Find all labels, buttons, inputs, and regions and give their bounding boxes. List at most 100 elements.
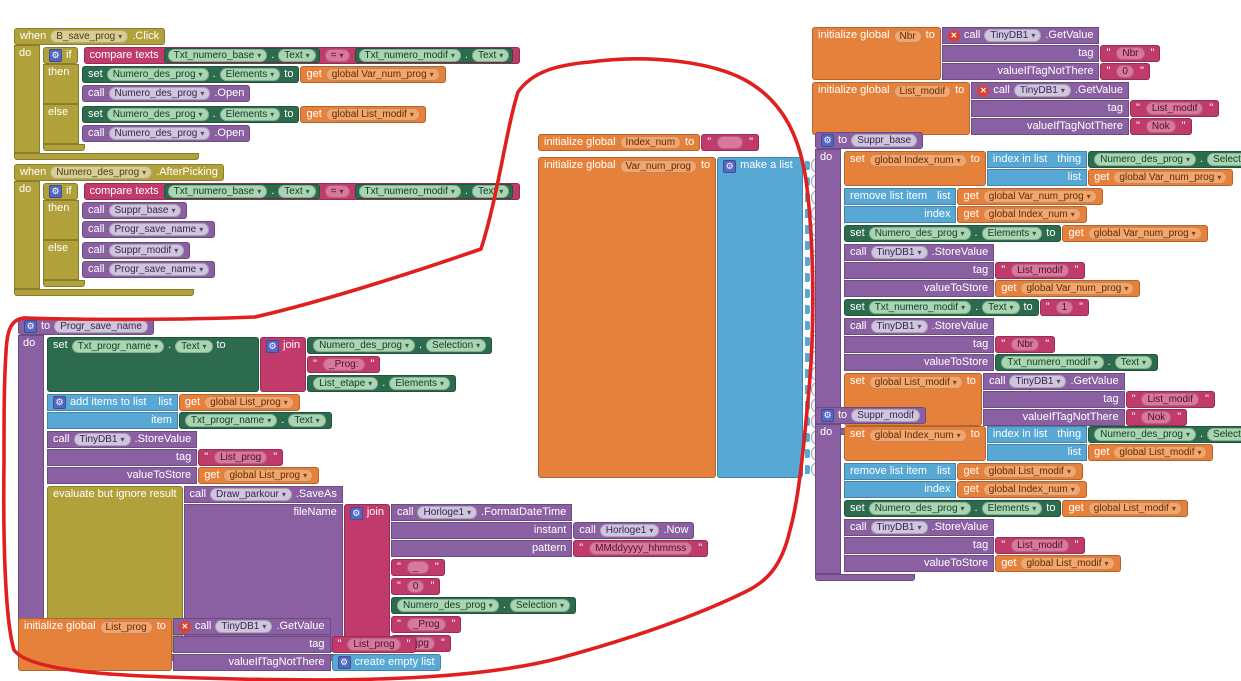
property-dropdown[interactable]: Elements [389,377,451,390]
block-set-elements[interactable]: set Numero_des_prog . Elements to [844,225,1062,242]
block-getter-txt-numero-modif-text[interactable]: Txt_numero_modif . Text [354,48,514,63]
block-init-global-index-num[interactable]: initialize global Index_num to [538,134,760,151]
component-dropdown[interactable]: TinyDB1 [73,433,131,446]
block-when-numero-des-prog-afterpicking[interactable]: when Numero_des_prog .AfterPicking do ⚙ … [14,164,521,296]
string-field[interactable]: 0 [1116,65,1134,78]
init-header[interactable]: initialize global Var_num_prog to [538,157,717,478]
string-field[interactable]: 1 [1055,301,1074,314]
string-field[interactable]: Nbr [1116,47,1145,60]
component-dropdown[interactable]: Draw_parkour [210,488,292,501]
set-global-header[interactable]: set global Index_num to [844,426,986,461]
component-dropdown[interactable]: Numero_des_prog [1094,428,1196,441]
operator-dropdown[interactable]: = [324,185,350,198]
block-get-global-index-num[interactable]: get global Index_num [957,481,1087,498]
variable-dropdown[interactable]: global List_modif [1113,446,1208,459]
property-dropdown[interactable]: Text [471,185,510,198]
component-dropdown[interactable]: Txt_numero_modif [868,301,972,314]
procedure-dropdown[interactable]: Progr_save_name [108,263,210,276]
block-get-global-list-modif[interactable]: get global List_modif [957,463,1083,480]
variable-dropdown[interactable]: global Var_num_prog [1020,282,1135,295]
property-dropdown[interactable]: Selection [509,599,571,612]
block-string-nok[interactable]: Nok [1129,118,1192,135]
property-dropdown[interactable]: Selection [1207,153,1241,166]
block-set-elements[interactable]: set Numero_des_prog . Elements to [82,66,300,83]
warning-icon[interactable]: ✕ [178,620,191,633]
block-call-open[interactable]: call Numero_des_prog .Open [82,125,251,142]
property-dropdown[interactable]: Elements [981,502,1043,515]
block-tinydb-getvalue[interactable]: ✕ call TinyDB1 .GetValue tag List_modif … [971,82,1220,135]
string-field[interactable]: 0 [406,580,425,593]
event-header[interactable]: when B_save_prog .Click [14,28,166,45]
component-dropdown[interactable]: TinyDB1 [1013,84,1071,97]
gear-icon[interactable]: ⚙ [49,185,62,198]
variable-dropdown[interactable]: global List_modif [1020,557,1115,570]
block-get-global-list-modif[interactable]: get global List_modif [995,555,1121,572]
procedure-dropdown[interactable]: Progr_save_name [108,223,210,236]
init-header[interactable]: initialize global Nbr to [812,27,941,80]
block-horloge-formatdatetime[interactable]: call Horloge1 .FormatDateTime instant ca… [390,504,709,557]
block-init-global-list-modif[interactable]: initialize global List_modif to ✕ call T… [812,82,1220,135]
block-set-global-index-num[interactable]: set global Index_num to index in list th… [844,151,1241,186]
block-string-empty[interactable] [701,134,760,151]
block-string-prog-colon[interactable]: _Prog: [307,356,381,373]
string-field[interactable]: Nbr [1011,338,1040,351]
block-set-global-index-num[interactable]: set global Index_num to index in list th… [844,426,1241,461]
block-string-datetime-pattern[interactable]: MMddyyyy_hhmmss [573,540,709,557]
block-if-then-else[interactable]: ⚙ if compare texts Txt_numero_base . Tex… [43,183,521,287]
block-set-global-list-modif[interactable]: set global List_modif to call TinyDB1 .G… [844,373,1215,426]
block-init-global-nbr[interactable]: initialize global Nbr to ✕ call TinyDB1 … [812,27,1161,80]
property-dropdown[interactable]: Text [1114,356,1152,369]
init-header[interactable]: initialize global List_modif to [812,82,971,135]
component-dropdown[interactable]: List_etape [313,377,379,390]
component-dropdown[interactable]: B_save_prog [50,30,129,43]
block-get-global-index-num[interactable]: get global Index_num [957,206,1087,223]
component-dropdown[interactable]: TinyDB1 [215,620,273,633]
component-dropdown[interactable]: Horloge1 [599,524,660,537]
block-getter-txt-progr-name-text[interactable]: Txt_progr_name . Text [178,412,332,429]
variable-name-field[interactable]: List_prog [99,621,153,634]
component-dropdown[interactable]: Numero_des_prog [106,108,209,121]
string-field[interactable]: Nok [1145,120,1176,133]
operator-dropdown[interactable]: = [324,49,350,62]
property-dropdown[interactable]: Text [982,301,1020,314]
block-tinydb-getvalue[interactable]: call TinyDB1 .GetValue tag List_modif va… [982,373,1215,426]
gear-icon[interactable]: ⚙ [349,507,363,520]
warning-icon[interactable]: ✕ [977,84,990,97]
component-dropdown[interactable]: Txt_numero_base [167,49,268,62]
block-call-progr-save-name[interactable]: call Progr_save_name [82,261,216,278]
block-string-nbr[interactable]: Nbr [995,336,1056,353]
component-dropdown[interactable]: Txt_numero_modif [358,49,461,62]
component-dropdown[interactable]: Txt_numero_modif [1001,356,1104,369]
block-string-list-modif[interactable]: List_modif [995,537,1085,554]
block-tinydb-storevalue[interactable]: call TinyDB1 .StoreValue tag List_modif … [844,244,1141,297]
init-header[interactable]: initialize global Index_num to [538,134,701,151]
component-dropdown[interactable]: TinyDB1 [870,246,928,259]
block-set-elements[interactable]: set Numero_des_prog . Elements to [82,106,300,123]
variable-dropdown[interactable]: global List_modif [982,465,1077,478]
variable-dropdown[interactable]: global Var_num_prog [1113,171,1228,184]
variable-dropdown[interactable]: global List_modif [325,108,420,121]
block-string-zero[interactable]: 0 [1100,63,1150,80]
block-index-in-list[interactable]: index in list thing Numero_des_prog . Se… [986,426,1241,461]
block-call-horloge-now[interactable]: call Horloge1 .Now [573,522,695,539]
block-tinydb-getvalue[interactable]: ✕ call TinyDB1 .GetValue tag Nbr valueIf… [941,27,1161,80]
component-dropdown[interactable]: Numero_des_prog [313,339,415,352]
component-dropdown[interactable]: Numero_des_prog [106,68,209,81]
block-tinydb-storevalue[interactable]: call TinyDB1 .StoreValue tag List_prog v… [47,431,320,484]
string-field[interactable]: List_prog [214,451,268,464]
gear-icon[interactable]: ⚙ [723,160,737,173]
component-dropdown[interactable]: Numero_des_prog [396,599,499,612]
component-dropdown[interactable]: Numero_des_prog [108,87,211,100]
block-string-list-modif[interactable]: List_modif [995,262,1085,279]
component-dropdown[interactable]: TinyDB1 [1009,375,1067,388]
component-dropdown[interactable]: Numero_des_prog [868,502,971,515]
block-get-global-list-modif[interactable]: get global List_modif [1088,444,1214,461]
block-getter-txt-numero-modif-text[interactable]: Txt_numero_modif . Text [995,354,1158,371]
block-get-global-list-modif[interactable]: get global List_modif [300,106,426,123]
block-set-elements[interactable]: set Numero_des_prog . Elements to [844,500,1062,517]
block-string-underscore[interactable]: _ [390,559,445,576]
block-string-nok[interactable]: Nok [1125,409,1188,426]
block-string-zero[interactable]: 0 [390,578,441,595]
string-field[interactable]: List_prog [347,638,401,651]
component-dropdown[interactable]: Numero_des_prog [868,227,971,240]
